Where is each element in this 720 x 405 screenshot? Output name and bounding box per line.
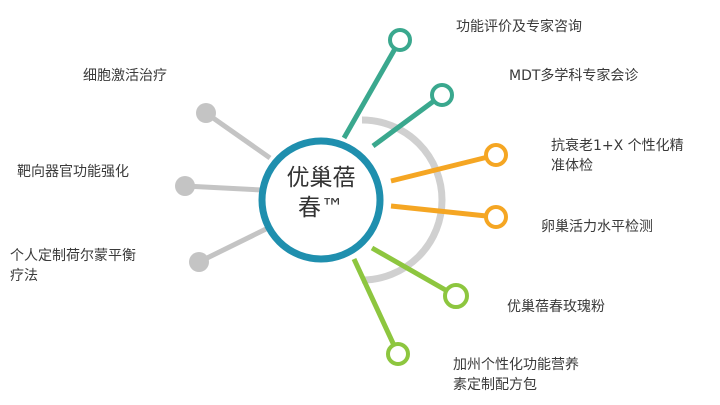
label-mdt-consultation: MDT多学科专家会诊 xyxy=(509,68,639,84)
spoke-nutrition-pack xyxy=(351,257,401,356)
spoke-cell-activation xyxy=(204,110,272,161)
center-title: 优巢蓓 春™ xyxy=(286,165,356,221)
dot-cell-activation xyxy=(196,103,216,123)
ring-mdt-consultation xyxy=(430,83,454,107)
spoke-rose-powder xyxy=(370,245,458,299)
spoke-mdt-consultation xyxy=(371,92,444,149)
ring-nutrition-pack xyxy=(386,342,410,366)
dot-hormone-therapy xyxy=(189,252,209,272)
ring-precision-checkup xyxy=(484,143,508,167)
ring-function-evaluation xyxy=(388,28,412,52)
label-cell-activation: 细胞激活治疗 xyxy=(83,68,167,84)
ring-rose-powder xyxy=(443,283,469,309)
dot-organ-enhancement xyxy=(175,176,195,196)
label-hormone-therapy: 个人定制荷尔蒙平衡 疗法 xyxy=(10,248,136,284)
label-ovarian-test: 卵巢活力水平检测 xyxy=(541,219,653,235)
spoke-precision-checkup xyxy=(390,152,497,184)
spoke-organ-enhancement xyxy=(184,183,263,193)
spoke-hormone-therapy xyxy=(197,225,270,265)
label-function-evaluation: 功能评价及专家咨询 xyxy=(456,19,582,35)
label-nutrition-pack: 加州个性化功能营养 素定制配方包 xyxy=(453,357,579,393)
ring-ovarian-test xyxy=(484,205,508,229)
spoke-ovarian-test xyxy=(390,203,497,220)
spoke-function-evaluation xyxy=(341,38,403,140)
center-circle xyxy=(258,137,384,263)
label-precision-checkup: 抗衰老1+X 个性化精 准体检 xyxy=(551,138,684,174)
label-organ-enhancement: 靶向器官功能强化 xyxy=(17,164,129,180)
label-rose-powder: 优巢蓓春玫瑰粉 xyxy=(507,299,605,315)
